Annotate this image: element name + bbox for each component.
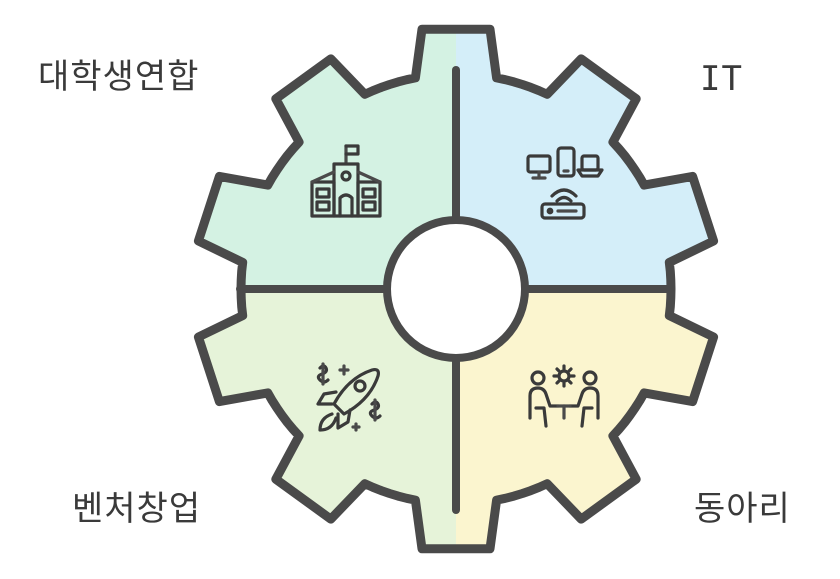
devices-network-icon [526,146,604,220]
label-club: 동아리 [694,489,791,529]
school-building-icon [310,144,382,218]
label-venture-startup: 벤처창업 [72,489,202,529]
gear-hub [383,216,529,362]
label-it: IT [700,59,743,99]
label-university-union: 대학생연합 [38,57,200,97]
club-people-icon [528,364,600,428]
rocket-startup-icon [316,362,382,432]
gear-outline [193,24,719,554]
